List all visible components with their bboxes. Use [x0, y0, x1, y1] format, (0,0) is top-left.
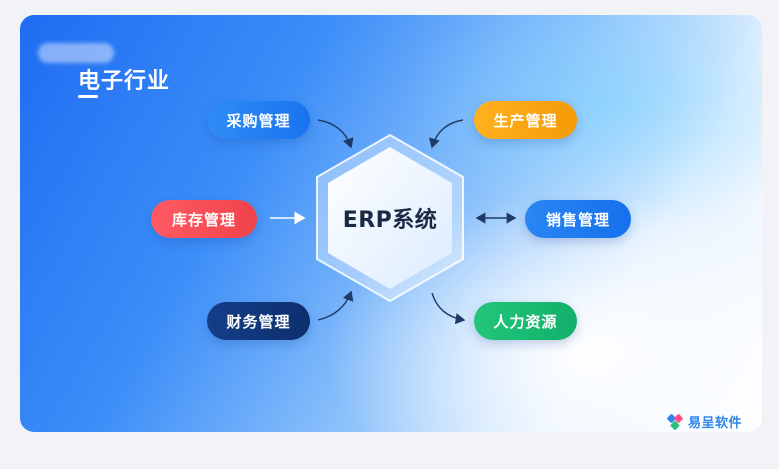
arrow-erp-to-hr	[431, 292, 466, 325]
diagram-card: 电子行业	[20, 15, 762, 432]
module-hr[interactable]: 人力资源	[474, 302, 577, 340]
module-sales[interactable]: 销售管理	[525, 200, 631, 238]
erp-hexagon: ERP系统	[315, 133, 465, 303]
module-finance[interactable]: 财务管理	[207, 302, 310, 340]
blurred-tag	[38, 43, 114, 63]
arrow-production-to-erp	[429, 119, 464, 149]
brand-logo-icon	[667, 413, 683, 430]
arrow-purchase-to-erp	[317, 119, 354, 149]
brand-logo-text: 易呈软件	[688, 416, 743, 431]
module-production[interactable]: 生产管理	[474, 101, 577, 139]
erp-label: ERP系统	[342, 208, 438, 233]
brand-logo: 易呈软件	[666, 412, 742, 431]
page-title: 电子行业	[78, 69, 171, 94]
module-inventory[interactable]: 库存管理	[151, 200, 257, 238]
title-underline	[78, 95, 98, 98]
module-purchase[interactable]: 采购管理	[207, 101, 310, 139]
arrow-finance-to-erp	[317, 290, 354, 321]
